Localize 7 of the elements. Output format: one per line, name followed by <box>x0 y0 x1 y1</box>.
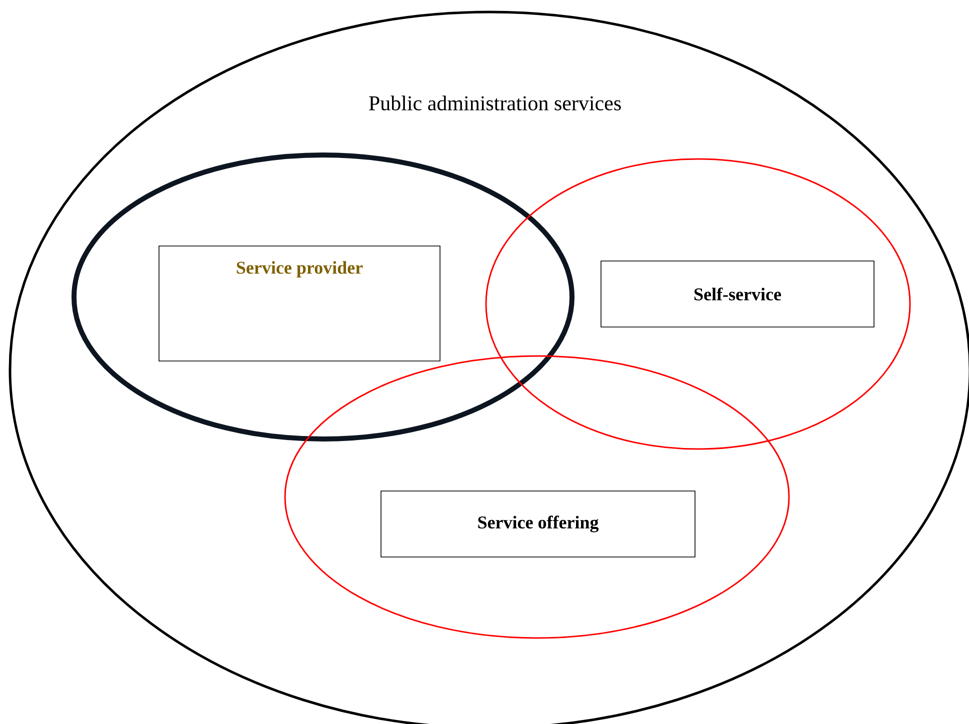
text-box: Service offering <box>380 490 696 558</box>
text-box: Self-service <box>600 260 874 328</box>
ellipse <box>485 158 911 450</box>
ellipse <box>72 152 574 442</box>
ellipse <box>284 355 790 639</box>
text-box: Service provider <box>158 246 440 362</box>
ellipse-label: Public administration services <box>369 96 621 110</box>
